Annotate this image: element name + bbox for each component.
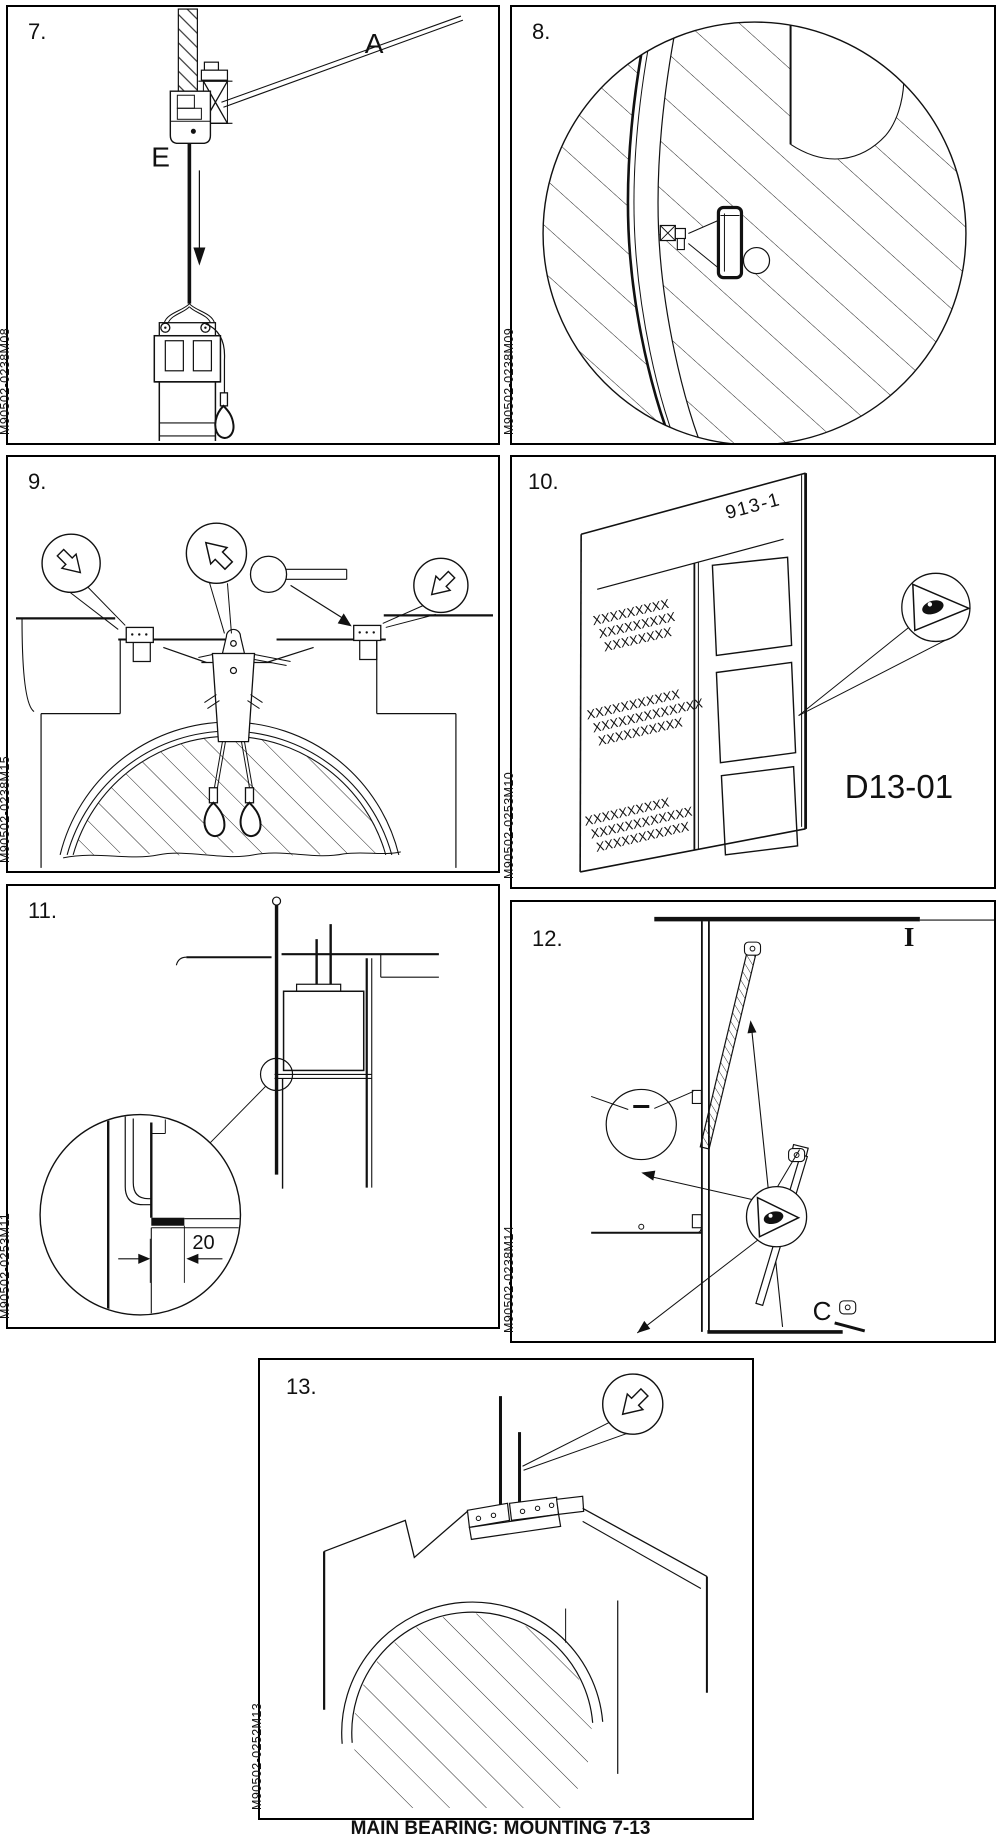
figure-7-drawing: A E	[151, 8, 464, 441]
figure-12-drawing: I C	[590, 916, 994, 1334]
figure-panel-7: 7. M90502-0238M08	[0, 5, 500, 445]
figure-code: M90502-0253M11	[0, 1212, 12, 1319]
roll-pin	[716, 205, 744, 280]
figure-panel-13: 13. M90502-0252M13	[250, 1358, 754, 1820]
figure-code: M90502-0252M13	[250, 1702, 264, 1810]
inspect-eye-icon	[798, 572, 971, 717]
engine-block-isometric	[323, 1495, 708, 1774]
figure-9-drawing	[16, 522, 493, 868]
figure-panel-8: 8. M90502-0238M09	[502, 5, 996, 445]
clamp-trolley	[169, 61, 233, 145]
magnified-detail	[39, 1113, 242, 1316]
section-mark-label: I	[904, 922, 915, 952]
circled-arrow-icon-left	[41, 533, 126, 630]
placeholder-text-block-2: XXXXXXXXXXX XXXXXXXXXXXXX XXXXXXXXXX	[586, 686, 704, 749]
oil-fitting	[659, 219, 721, 270]
dimension-label: 20	[192, 1232, 214, 1254]
figure-number: 8.	[532, 19, 551, 44]
figure-number: 9.	[28, 469, 47, 494]
instruction-plate	[579, 472, 808, 873]
cap-section-view	[175, 896, 439, 1189]
main-bearing-arch	[341, 1601, 604, 1808]
figure-number: 13.	[286, 1374, 317, 1399]
inspect-eye-icon	[636, 1149, 808, 1334]
figure-panel-9: 9. M90502-0238M15	[0, 455, 500, 873]
oil-hole	[742, 246, 771, 275]
bearing-cap	[153, 303, 222, 441]
label-e: E	[151, 141, 170, 172]
figure-code: M90502-0238M08	[0, 327, 12, 435]
figure-code: M90502-0238M15	[0, 755, 12, 863]
figure-number: 11.	[28, 898, 57, 923]
circled-arrow-icon-right	[382, 557, 469, 628]
figure-code: M90502-0238M14	[502, 1225, 516, 1333]
dowel-block-right	[353, 624, 382, 661]
rod-a	[221, 15, 464, 108]
figure-11-drawing: 20	[39, 896, 439, 1316]
figure-number: 7.	[28, 19, 47, 44]
page-caption: MAIN BEARING: MOUNTING 7-13	[350, 1818, 651, 1839]
up-arrow-head	[747, 1020, 757, 1034]
figure-8-drawing	[542, 21, 967, 443]
circled-arrow-icon-center	[185, 522, 248, 634]
detail-leader	[210, 1086, 266, 1143]
figure-panel-10: 10. M90502-0253M10	[502, 455, 996, 889]
crankcase-closeup	[543, 22, 966, 443]
ref-label: D13-01	[845, 769, 953, 806]
crank-porthole	[590, 1088, 702, 1234]
plate-id-label: 913-1	[723, 489, 783, 524]
label-a: A	[365, 28, 384, 59]
up-arrow-shaft	[750, 1027, 784, 1327]
safety-cord-hook	[205, 323, 235, 439]
figure-panel-11: 11. M90502-0253M11	[0, 884, 500, 1329]
figure-code: M90502-0238M09	[502, 327, 516, 435]
jack-screws	[498, 1396, 522, 1519]
guide-pin-tool	[249, 555, 352, 627]
closeup-circle	[542, 21, 967, 443]
label-c: C	[813, 1296, 832, 1326]
figure-number: 12.	[532, 926, 563, 951]
svg-text:913-1: 913-1	[723, 489, 783, 524]
shim-gap	[151, 1217, 185, 1226]
figure-panel-12: 12. M90502-0238M14	[502, 900, 996, 1343]
placeholder-text-block-3: XXXXXXXXXX XXXXXXXXXXXX XXXXXXXXXXX	[584, 794, 693, 855]
hanging-bearing-cap	[198, 628, 291, 838]
circled-arrow-icon	[522, 1373, 664, 1471]
placeholder-text-block-1: XXXXXXXXX XXXXXXXXX XXXXXXXX	[592, 596, 676, 655]
down-arrow	[193, 170, 206, 266]
figure-10-drawing: 913-1 XXXXXXXXX XXXXXXXXX XXXXXXXX XXXXX…	[579, 472, 971, 873]
figure-number: 10.	[528, 469, 559, 494]
crank-web-arch	[59, 721, 401, 859]
detail-marker-circle	[259, 1057, 294, 1092]
figure-code: M90502-0253M10	[502, 771, 516, 879]
figure-13-drawing	[323, 1373, 708, 1808]
dowel-block-left	[125, 626, 154, 663]
support-stay	[699, 941, 866, 1333]
